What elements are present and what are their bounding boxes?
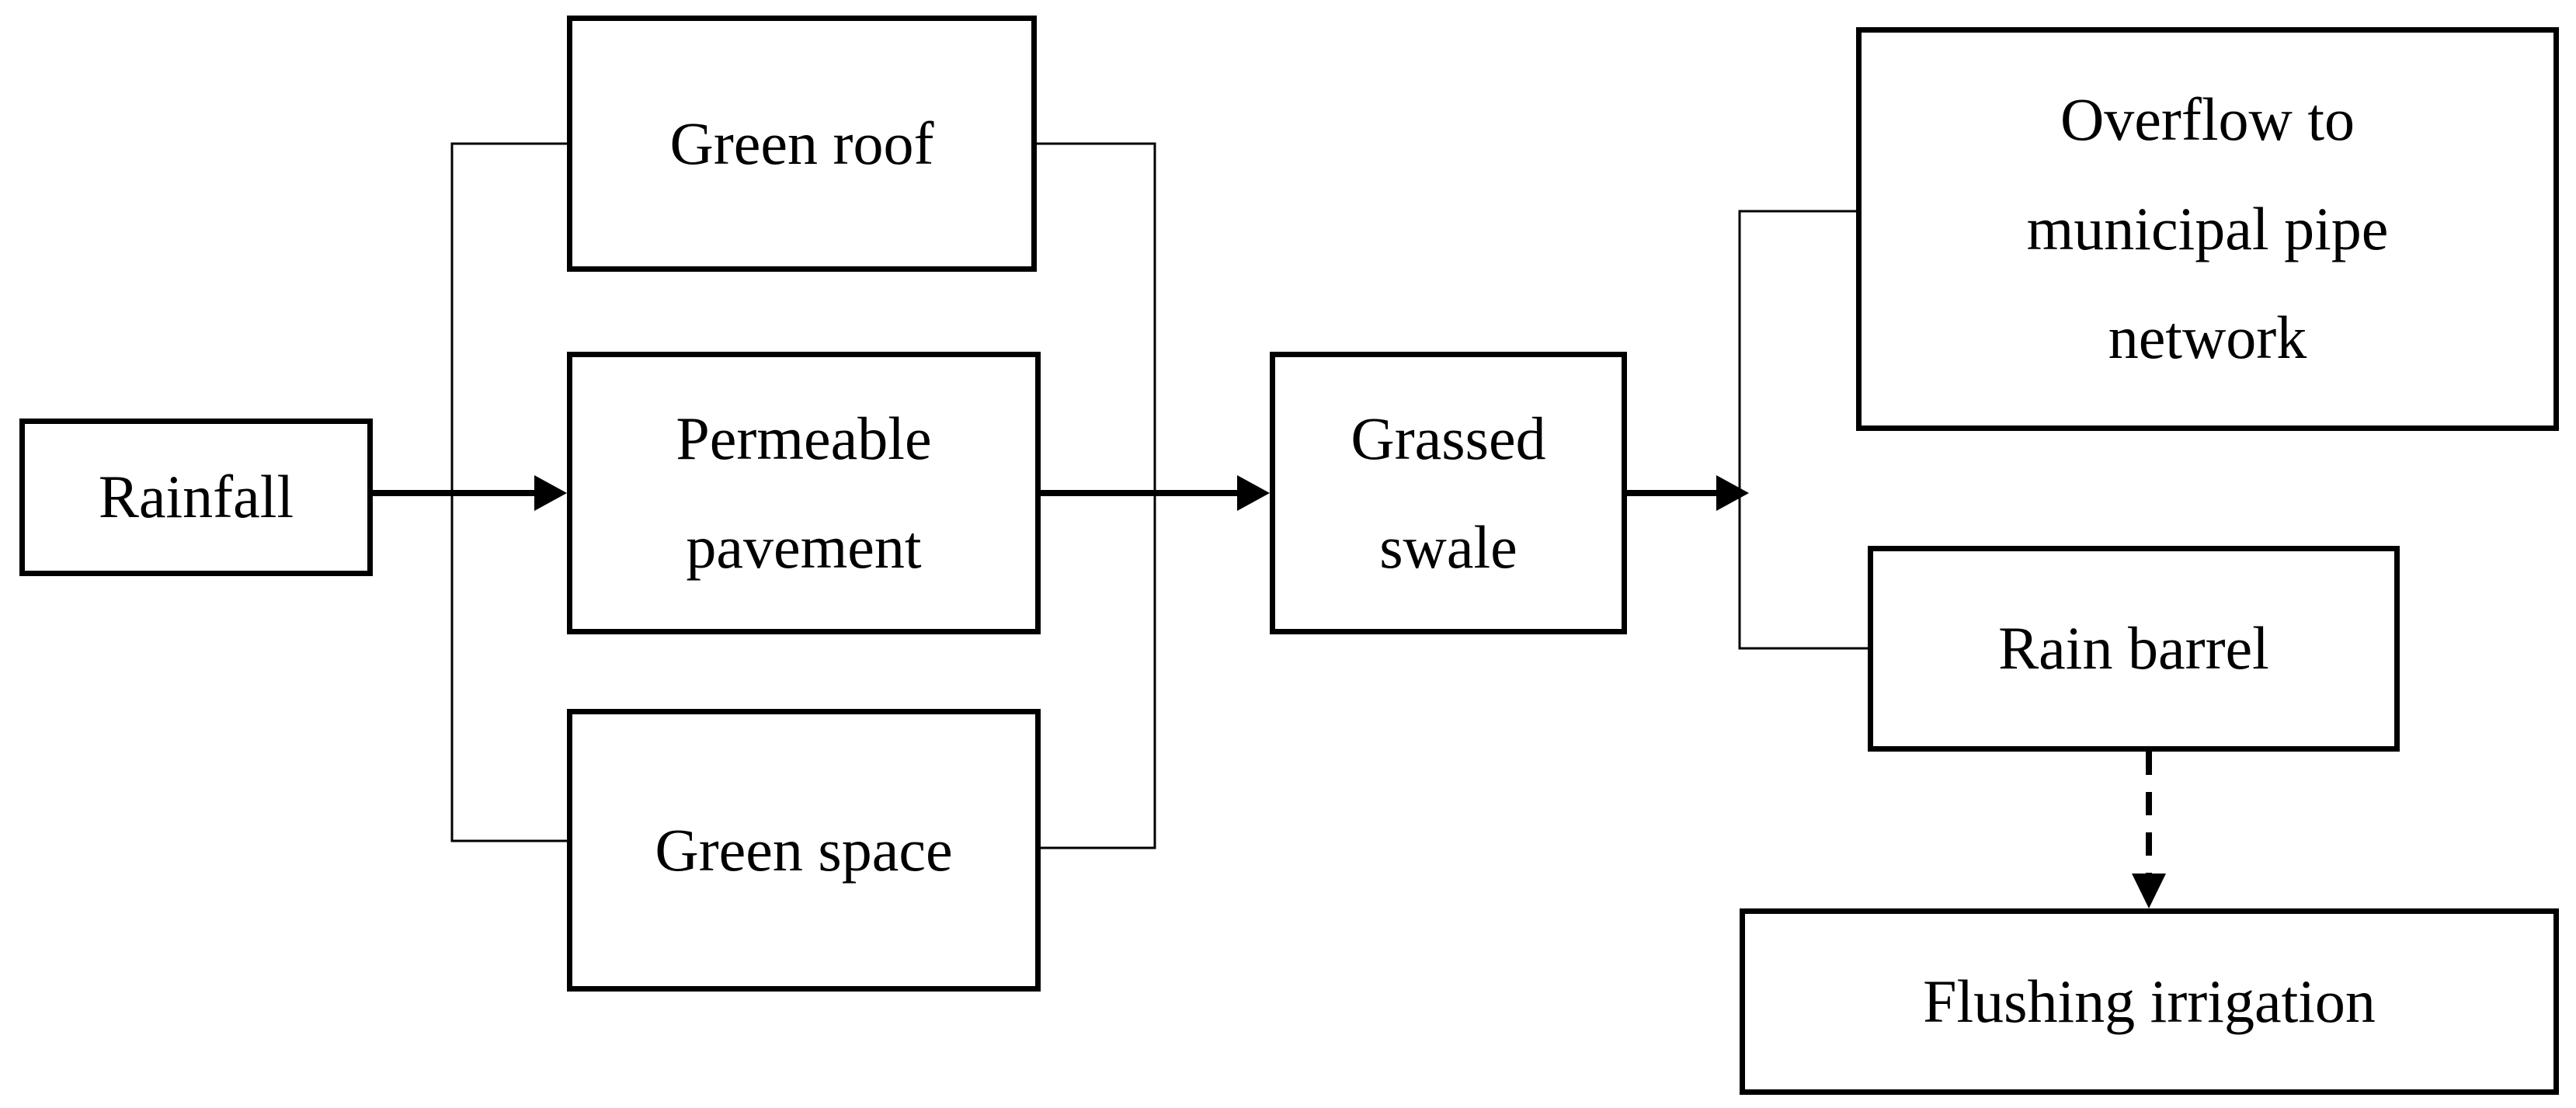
green-roof-label: Green roof (669, 109, 934, 177)
permeable-pavement-box: Permeable pavement (567, 352, 1041, 634)
grassed-swale-text: Grassed swale (1351, 384, 1545, 603)
flushing-irrigation-box: Flushing irrigation (1740, 908, 2559, 1095)
grassed-swale-label-line1: Grassed (1351, 404, 1546, 472)
grassed-swale-label-line2: swale (1379, 513, 1517, 581)
overflow-box: Overflow to municipal pipe network (1856, 27, 2559, 431)
permeable-pavement-label-line1: Permeable (676, 404, 932, 472)
flushing-irrigation-label: Flushing irrigation (1923, 967, 2376, 1035)
overflow-label-line1: Overflow to (2060, 85, 2355, 154)
green-space-label: Green space (655, 815, 953, 884)
swale-arrowhead-icon (1237, 475, 1270, 511)
rainfall-box: Rainfall (19, 419, 373, 576)
grassed-swale-box: Grassed swale (1270, 352, 1627, 634)
green-roof-box: Green roof (567, 16, 1037, 272)
overflow-text: Overflow to municipal pipe network (2027, 65, 2389, 392)
output-branch-bracket (1738, 210, 1868, 650)
permeable-pavement-text: Permeable pavement (676, 384, 931, 603)
rainfall-arrowhead-icon (534, 475, 567, 511)
irrigation-arrowhead-icon (2132, 874, 2166, 908)
rain-barrel-box: Rain barrel (1868, 546, 2400, 752)
overflow-label-line2: municipal pipe (2026, 194, 2389, 262)
overflow-label-line3: network (2108, 304, 2307, 372)
rain-barrel-label: Rain barrel (1998, 614, 2269, 683)
permeable-pavement-label-line2: pavement (686, 513, 922, 581)
green-space-box: Green space (567, 709, 1041, 992)
output-arrowhead-icon (1716, 475, 1749, 511)
rainfall-label: Rainfall (98, 463, 294, 531)
